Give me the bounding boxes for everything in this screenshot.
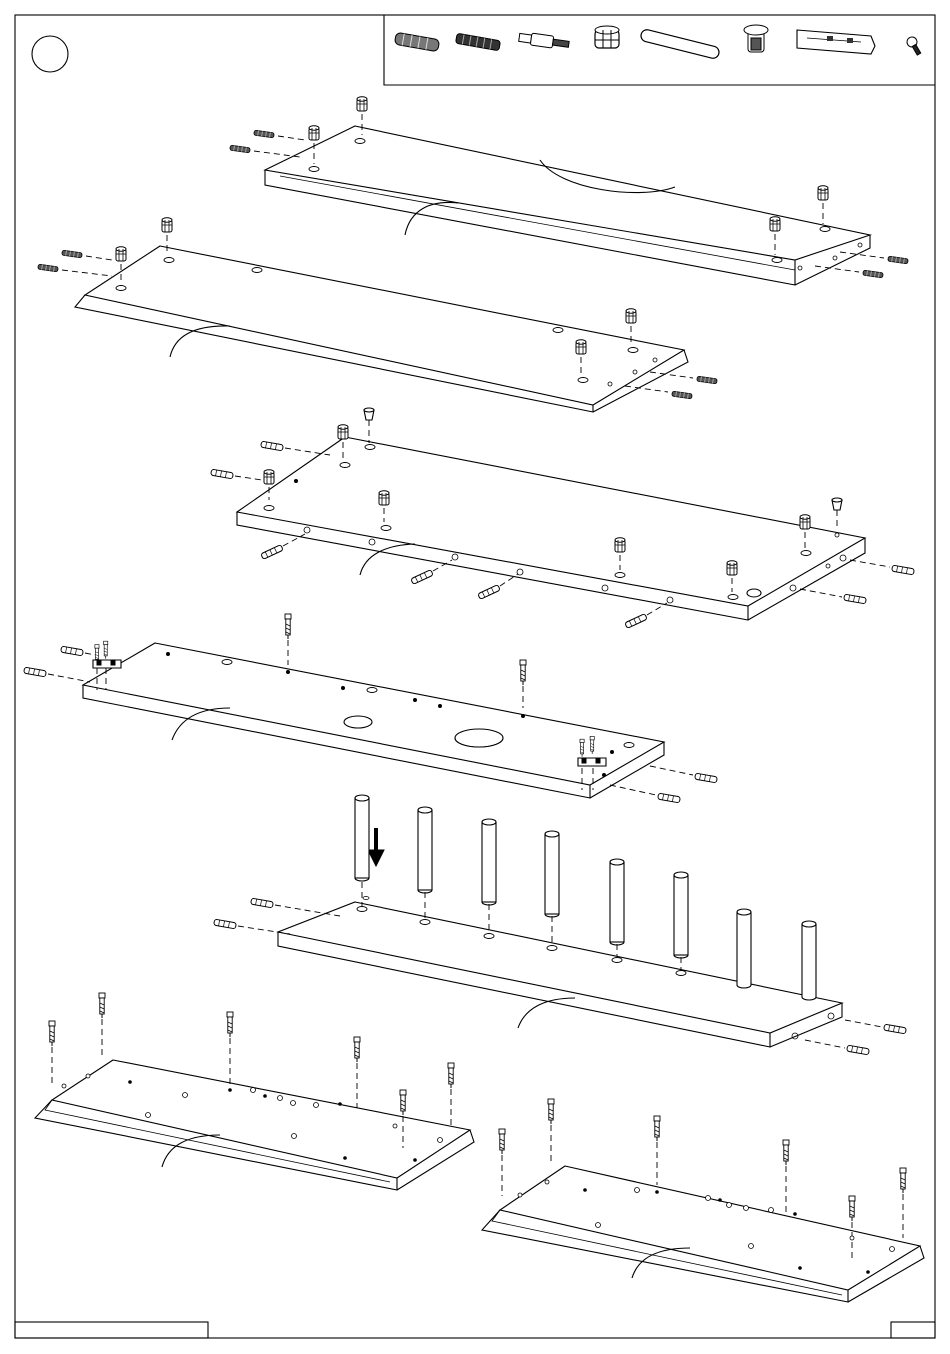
screw-icon [905,35,923,56]
hardware-legend [384,15,935,85]
footer-left-box [15,1322,208,1338]
cam-lock-icon [595,26,619,48]
upper-shelf-board [38,218,718,412]
connector-bracket-icon [797,30,875,54]
rod-icon [640,29,721,60]
middle-shelf-board [211,408,915,628]
right-bottom-plinth [482,1099,924,1302]
top-board [230,97,909,285]
plastic-bushing-icon [744,25,768,52]
base-board-with-rods [214,795,907,1055]
step-number-circle [32,36,68,72]
lower-shelf-board [24,614,718,803]
cam-bolt-icon [518,31,569,50]
wooden-dowel-icon [394,32,439,51]
inserted-rod [737,909,816,1000]
long-dowel-icon [455,33,500,50]
left-bottom-plinth [35,993,474,1190]
footer-right-box [891,1322,935,1338]
